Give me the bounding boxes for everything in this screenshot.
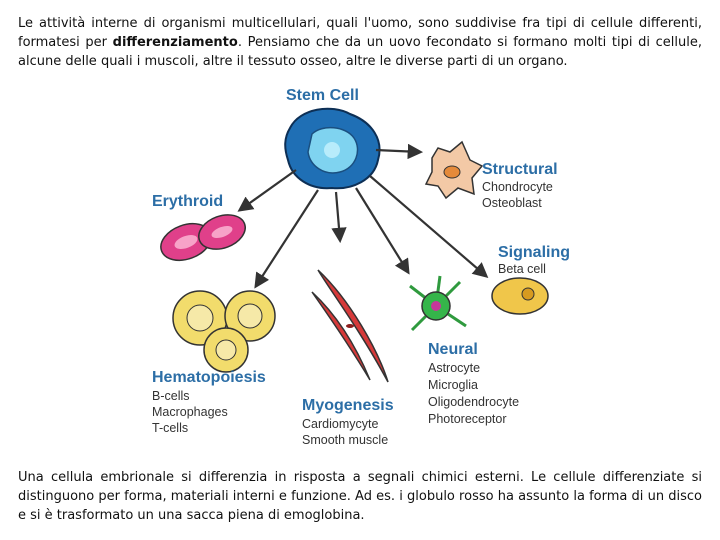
stem-cell-label: Stem Cell: [286, 87, 359, 104]
structural-cell-icon: [424, 140, 484, 200]
neural-label: Neural: [428, 341, 478, 358]
neural-item: Microglia: [428, 378, 478, 392]
outro-paragraph: Una cellula embrionale si differenzia in…: [18, 470, 702, 523]
intro-bold-term: differenziamento: [112, 35, 238, 50]
hematopoiesis-item: Macrophages: [152, 405, 228, 419]
hematopoiesis-item: B-cells: [152, 389, 190, 403]
hematopoiesis-label: Hematopoiesis: [152, 369, 266, 386]
erythroid-label: Erythroid: [152, 193, 223, 210]
myogenesis-label: Myogenesis: [302, 397, 394, 414]
neural-item: Photoreceptor: [428, 412, 507, 426]
differentiation-arrows: [237, 143, 489, 289]
structural-item: Osteoblast: [482, 196, 542, 210]
stem-cell-icon: [284, 107, 381, 190]
signaling-label: Signaling: [498, 244, 570, 261]
beta-cell-icon: [491, 277, 549, 315]
muscle-cell-icon: [311, 269, 389, 383]
intro-text-after: . Pensiamo che da un uovo fecondato si f…: [18, 35, 702, 69]
blood-cell-icon: [172, 290, 276, 373]
structural-item: Chondrocyte: [482, 180, 553, 194]
intro-paragraph: Le attività interne di organismi multice…: [18, 14, 702, 71]
structural-label: Structural: [482, 161, 558, 178]
signaling-item: Beta cell: [498, 262, 546, 276]
myogenesis-item: Cardiomycyte: [302, 417, 378, 431]
neural-item: Astrocyte: [428, 361, 480, 375]
myogenesis-item: Smooth muscle: [302, 433, 388, 447]
hematopoiesis-item: T-cells: [152, 421, 188, 435]
erythrocyte-icon: [160, 214, 246, 262]
neural-item: Oligodendrocyte: [428, 395, 519, 409]
intro-text-before: Le attività interne di organismi multice…: [18, 16, 702, 50]
neuron-icon: [409, 275, 467, 332]
